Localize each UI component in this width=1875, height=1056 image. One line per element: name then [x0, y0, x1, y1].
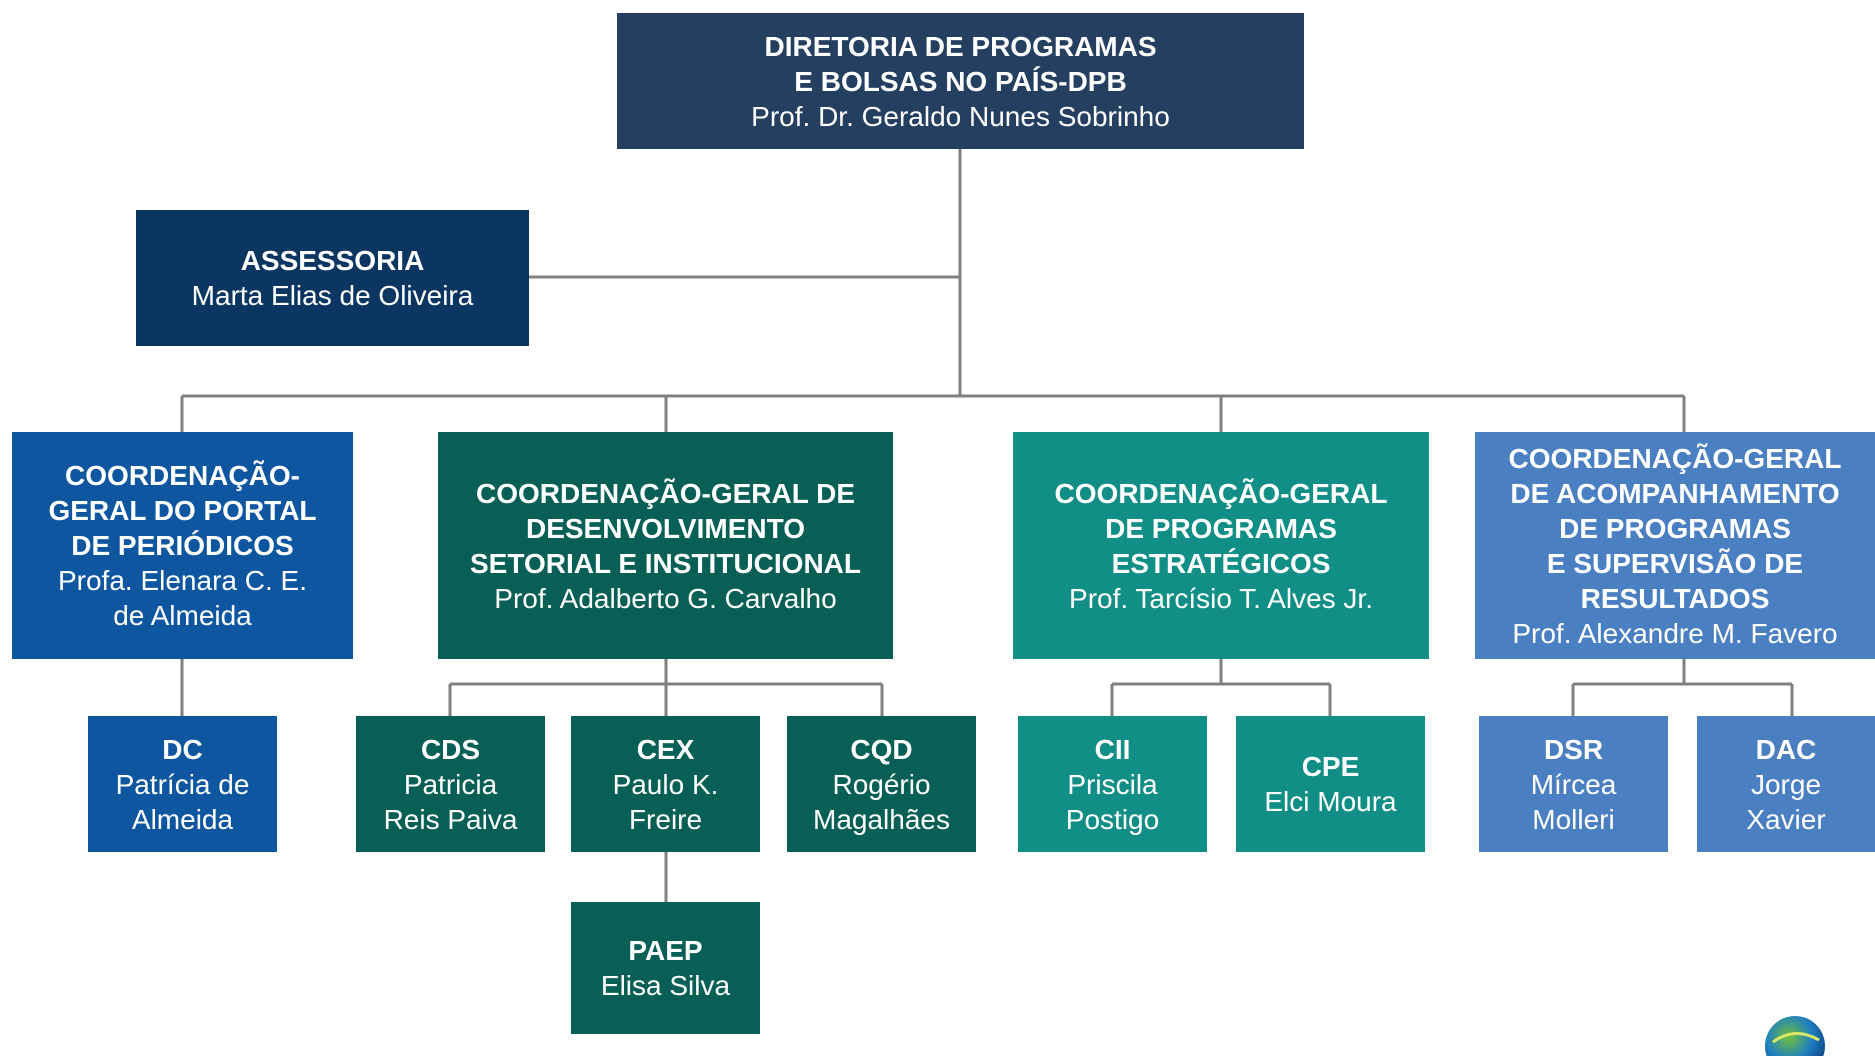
coord-estrategicos-box: COORDENAÇÃO-GERAL DE PROGRAMAS ESTRATÉGI… — [1013, 432, 1429, 659]
coord-portal-person-line1: Profa. Elenara C. E. — [57, 565, 307, 596]
coord-acompanhamento-title-line3: DE PROGRAMAS — [1559, 512, 1791, 544]
coord-desenvolvimento-title-line3: SETORIAL E INSTITUCIONAL — [470, 547, 861, 579]
coord-desenvolvimento-title-line2: DESENVOLVIMENTO — [525, 512, 805, 544]
coord-desenvolvimento-box: COORDENAÇÃO-GERAL DE DESENVOLVIMENTO SET… — [438, 432, 893, 659]
coord-acompanhamento-title-line1: COORDENAÇÃO-GERAL — [1508, 442, 1842, 474]
director-box: DIRETORIA DE PROGRAMAS E BOLSAS NO PAÍS-… — [617, 13, 1304, 149]
coord-estrategicos-person: Prof. Tarcísio T. Alves Jr. — [1069, 582, 1373, 614]
unit-paep-person: Elisa Silva — [600, 970, 731, 1001]
unit-dsr-person-line1: Mírcea — [1530, 768, 1617, 800]
unit-cex-title: CEX — [636, 733, 695, 765]
assessoria-box: ASSESSORIA Marta Elias de Oliveira — [136, 210, 529, 346]
unit-cpe-person: Elci Moura — [1264, 786, 1397, 817]
globe-logo-icon — [1765, 1016, 1825, 1056]
coord-portal-title-line2: GERAL DO PORTAL — [48, 495, 317, 526]
coord-acompanhamento-title-line5: RESULTADOS — [1580, 582, 1770, 614]
unit-dc-person-line1: Patrícia de — [115, 768, 250, 800]
coord-acompanhamento-title-line4: E SUPERVISÃO DE — [1546, 547, 1804, 579]
unit-cqd-person-line1: Rogério — [832, 768, 931, 800]
unit-cqd-box: CQD Rogério Magalhães — [787, 716, 976, 852]
unit-dc-person-line2: Almeida — [131, 803, 234, 835]
unit-cii-person-line1: Priscila — [1067, 768, 1158, 800]
unit-dac-box: DAC Jorge Xavier — [1697, 716, 1875, 852]
unit-cii-person-line2: Postigo — [1065, 803, 1160, 835]
unit-cqd-title: CQD — [850, 733, 913, 765]
coord-portal-box: COORDENAÇÃO- GERAL DO PORTAL DE PERIÓDIC… — [12, 432, 353, 659]
coord-acompanhamento-person: Prof. Alexandre M. Favero — [1512, 617, 1838, 649]
unit-cex-person-line2: Freire — [628, 803, 703, 835]
unit-cds-person-line1: Patricia — [403, 768, 498, 800]
assessoria-person: Marta Elias de Oliveira — [191, 280, 474, 311]
coord-portal-person-line2: de Almeida — [113, 600, 252, 631]
unit-cex-box: CEX Paulo K. Freire — [571, 716, 760, 852]
director-person: Prof. Dr. Geraldo Nunes Sobrinho — [751, 100, 1170, 132]
unit-paep-title: PAEP — [628, 935, 703, 966]
unit-dc-box: DC Patrícia de Almeida — [88, 716, 277, 852]
unit-cpe-box: CPE Elci Moura — [1236, 716, 1425, 852]
unit-cii-title: CII — [1094, 733, 1131, 765]
coord-estrategicos-title-line3: ESTRATÉGICOS — [1111, 547, 1331, 579]
director-title-line1: DIRETORIA DE PROGRAMAS — [764, 30, 1157, 62]
unit-cds-person-line2: Reis Paiva — [383, 803, 518, 835]
unit-dc-title: DC — [162, 733, 203, 765]
unit-paep-box: PAEP Elisa Silva — [571, 902, 760, 1034]
unit-dac-title: DAC — [1755, 733, 1817, 765]
coord-desenvolvimento-person: Prof. Adalberto G. Carvalho — [494, 582, 837, 614]
unit-dac-person-line2: Xavier — [1746, 803, 1826, 835]
unit-cds-title: CDS — [420, 733, 481, 765]
coord-acompanhamento-title-line2: DE ACOMPANHAMENTO — [1510, 477, 1840, 509]
coord-estrategicos-title-line1: COORDENAÇÃO-GERAL — [1054, 477, 1388, 509]
unit-cpe-title: CPE — [1301, 751, 1360, 782]
unit-cii-box: CII Priscila Postigo — [1018, 716, 1207, 852]
unit-dsr-box: DSR Mírcea Molleri — [1479, 716, 1668, 852]
coord-acompanhamento-box: COORDENAÇÃO-GERAL DE ACOMPANHAMENTO DE P… — [1475, 432, 1875, 659]
coord-estrategicos-title-line2: DE PROGRAMAS — [1105, 512, 1337, 544]
coord-portal-title-line1: COORDENAÇÃO- — [65, 460, 300, 491]
unit-dac-person-line1: Jorge — [1750, 768, 1822, 800]
assessoria-title: ASSESSORIA — [240, 245, 425, 276]
unit-dsr-title: DSR — [1543, 733, 1604, 765]
unit-cex-person-line1: Paulo K. — [612, 768, 719, 800]
unit-cds-box: CDS Patricia Reis Paiva — [356, 716, 545, 852]
coord-portal-title-line3: DE PERIÓDICOS — [71, 530, 294, 561]
director-title-line2: E BOLSAS NO PAÍS-DPB — [794, 65, 1127, 97]
unit-cqd-person-line2: Magalhães — [813, 803, 950, 835]
unit-dsr-person-line2: Molleri — [1532, 803, 1615, 835]
coord-desenvolvimento-title-line1: COORDENAÇÃO-GERAL DE — [475, 477, 856, 509]
org-connector-lines — [180, 149, 1794, 902]
